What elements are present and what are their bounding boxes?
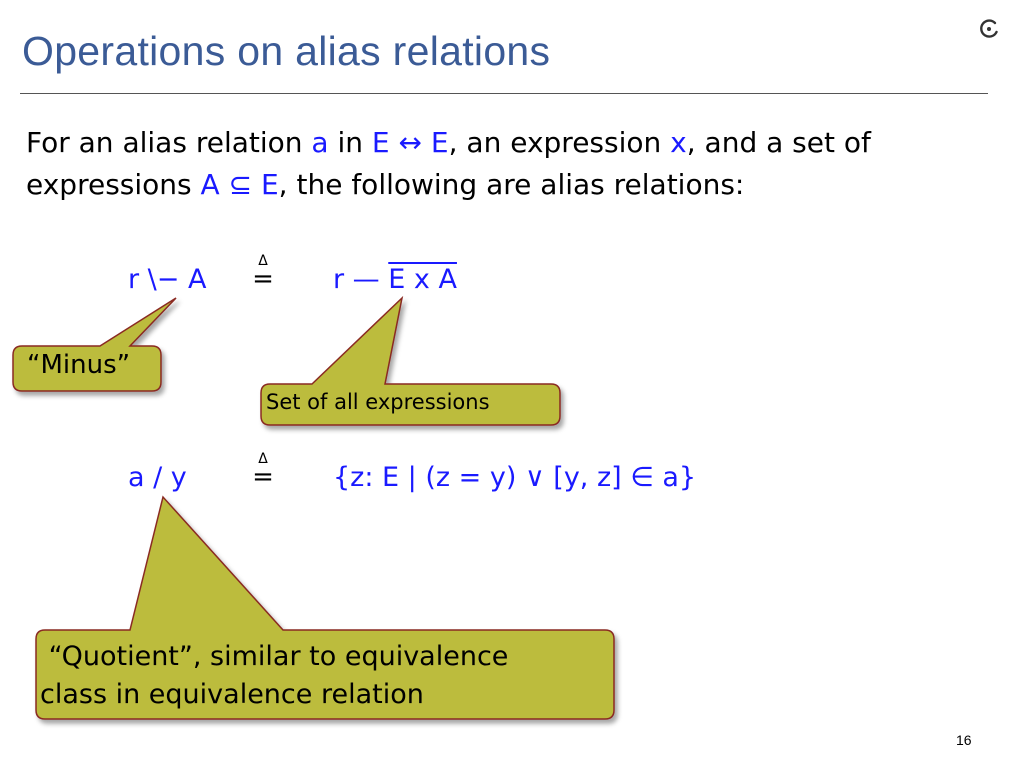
title-divider (20, 93, 988, 94)
delta-icon: Δ (258, 451, 268, 467)
minus-callout-bubble (12, 297, 177, 392)
quotient-formula-rhs: {z: E | (z = y) ∨ [y, z] ∈ a} (333, 462, 697, 493)
minus-formula-lhs: r \− A (128, 264, 207, 295)
intro-text: For an alias relation (26, 126, 312, 159)
quotient-callout-bubble (35, 495, 615, 720)
equals-sign: = (252, 264, 274, 294)
minus-callout-label: “Minus” (27, 350, 131, 380)
set-A-symbol: A (200, 168, 220, 201)
rhs-prefix: r — (333, 264, 389, 295)
intro-text: , an expression (448, 126, 671, 159)
intro-text: , the following are alias relations: (278, 168, 745, 201)
circle-dot-icon (980, 19, 998, 38)
intro-text: , and a set of (686, 126, 871, 159)
relation-arrow-icon: ↔ (398, 126, 422, 159)
set-symbol: E (260, 168, 279, 201)
quotient-defeq: Δ = (250, 451, 276, 492)
delta-icon: Δ (258, 253, 268, 269)
intro-paragraph: For an alias relation a in E ↔ E, an exp… (26, 122, 1001, 206)
intro-line-2: expressions A ⊆ E, the following are ali… (26, 164, 1001, 206)
quotient-callout-line-1: “Quotient”, similar to equivalence (40, 641, 509, 672)
complement-set: E x A (388, 264, 457, 295)
set-symbol: E (430, 126, 449, 159)
page-number: 16 (956, 732, 972, 748)
minus-formula-rhs: r — E x A (333, 264, 457, 295)
expressions-callout-label: Set of all expressions (266, 390, 490, 414)
intro-text: expressions (26, 168, 201, 201)
subset-icon: ⊆ (228, 168, 253, 201)
equals-sign: = (252, 462, 274, 492)
intro-text: in (328, 126, 372, 159)
quotient-callout-label: “Quotient”, similar to equivalence class… (40, 638, 508, 714)
slide-title: Operations on alias relations (22, 28, 551, 74)
minus-defeq: Δ = (250, 253, 276, 294)
quotient-callout-line-2: class in equivalence relation (40, 679, 424, 710)
quotient-formula-lhs: a / y (128, 462, 187, 493)
expressions-callout-bubble (260, 295, 561, 426)
set-symbol: E (371, 126, 390, 159)
intro-line-1: For an alias relation a in E ↔ E, an exp… (26, 122, 1001, 164)
alias-symbol: a (311, 126, 329, 159)
expression-symbol: x (670, 126, 687, 159)
